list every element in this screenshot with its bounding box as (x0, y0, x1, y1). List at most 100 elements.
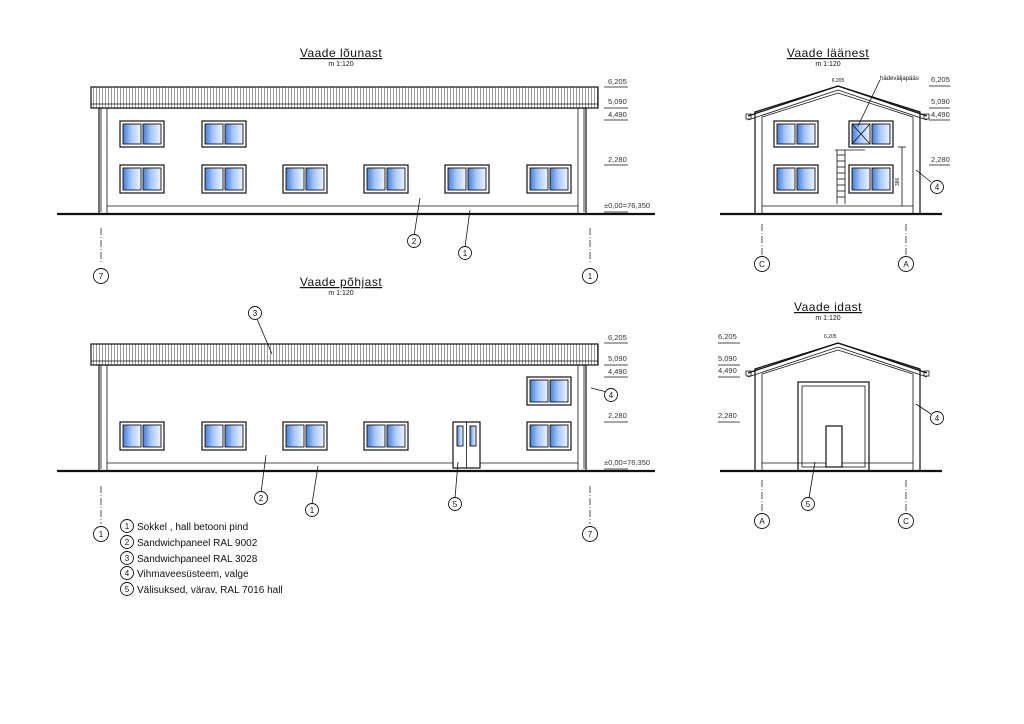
material-legend: 1 Sokkel , hall betooni pind 2 Sandwichp… (120, 519, 283, 596)
svg-text:6,205: 6,205 (718, 332, 737, 341)
svg-text:5,090: 5,090 (718, 354, 737, 363)
west-view-title: Vaade läänest (787, 46, 870, 60)
svg-text:5,090: 5,090 (608, 97, 627, 106)
callout-1: 1 (463, 249, 468, 258)
roof-panel (90, 86, 599, 109)
double-door (452, 421, 481, 469)
svg-text:4,490: 4,490 (718, 366, 737, 375)
svg-text:Sandwichpaneel RAL 9002: Sandwichpaneel RAL 9002 (137, 538, 258, 549)
svg-text:Sandwichpaneel RAL 3028: Sandwichpaneel RAL 3028 (137, 554, 258, 565)
window (282, 421, 328, 451)
east-view-scale: m 1:120 (815, 315, 840, 322)
svg-text:2: 2 (125, 538, 130, 547)
svg-text:6,205: 6,205 (824, 334, 837, 340)
window (363, 421, 409, 451)
axis-label-7: 7 (588, 530, 593, 539)
svg-text:Välisuksed, värav, RAL 7016 ha: Välisuksed, värav, RAL 7016 hall (137, 585, 283, 596)
svg-text:4,490: 4,490 (608, 110, 627, 119)
svg-text:5,090: 5,090 (931, 97, 950, 106)
svg-text:3: 3 (125, 554, 130, 563)
svg-text:6,205: 6,205 (608, 77, 627, 86)
svg-text:2,280: 2,280 (608, 155, 627, 164)
svg-text:4,490: 4,490 (931, 110, 950, 119)
callout-2: 2 (412, 237, 417, 246)
svg-text:6,205: 6,205 (832, 78, 845, 84)
legend-item: 3 Sandwichpaneel RAL 3028 (120, 551, 258, 565)
south-view-title: Vaade lõunast (300, 46, 383, 60)
svg-text:5,090: 5,090 (608, 354, 627, 363)
callout-2: 2 (259, 494, 264, 503)
callout-4: 4 (609, 391, 614, 400)
legend-item: 5 Välisuksed, värav, RAL 7016 hall (120, 582, 283, 596)
roof-edge (747, 342, 928, 374)
north-elevation: Vaade põhjast m 1:120 6,205 5,090 4,490 … (57, 275, 655, 542)
legend-item: 2 Sandwichpaneel RAL 9002 (120, 535, 258, 549)
level-marks: 6,205 5,090 4,490 2,280 ±0,00=76,350 (604, 333, 650, 470)
roof-edge (747, 85, 928, 117)
wall-outline (98, 107, 587, 215)
window (119, 164, 165, 194)
legend-item: 1 Sokkel , hall betooni pind (120, 519, 248, 533)
callout-3: 3 (253, 309, 258, 318)
axis-label-1: 1 (588, 272, 593, 281)
window (848, 164, 894, 194)
window (526, 164, 572, 194)
west-view-scale: m 1:120 (815, 61, 840, 68)
window (119, 421, 165, 451)
callout-5: 5 (806, 500, 811, 509)
axis-label-c: C (759, 260, 765, 269)
window (201, 421, 247, 451)
svg-text:Vihmaveesüsteem, valge: Vihmaveesüsteem, valge (137, 569, 249, 580)
level-marks: 6,205 5,090 4,490 2,280 ±0,00=76,350 (604, 77, 650, 213)
svg-text:5: 5 (125, 585, 130, 594)
window (848, 120, 894, 148)
emergency-ladder (835, 149, 865, 204)
emergency-exit-note: hädeväljapääs (880, 76, 919, 82)
north-view-title: Vaade põhjast (300, 275, 383, 289)
east-elevation: Vaade idast m 1:120 6,205 6,205 5,090 4,… (718, 300, 944, 529)
level-marks: 6,205 5,090 4,490 2,280 (929, 75, 950, 166)
axis-label-1: 1 (99, 530, 104, 539)
svg-text:6,205: 6,205 (608, 333, 627, 342)
svg-text:6,205: 6,205 (931, 75, 950, 84)
wall-outline (98, 364, 587, 472)
window (444, 164, 490, 194)
overhead-gate (797, 381, 870, 472)
window (119, 120, 165, 148)
window (201, 120, 247, 148)
svg-text:2,280: 2,280 (931, 155, 950, 164)
window (282, 164, 328, 194)
axis-label-c: C (903, 517, 909, 526)
svg-text:4: 4 (125, 569, 130, 578)
axis-label-a: A (903, 260, 909, 269)
window (773, 164, 819, 194)
window (201, 164, 247, 194)
west-elevation: Vaade läänest m 1:120 6,205 (720, 46, 950, 272)
window (773, 120, 819, 148)
east-view-title: Vaade idast (794, 300, 862, 314)
svg-text:1: 1 (125, 522, 130, 531)
svg-text:±0,00=76,350: ±0,00=76,350 (604, 201, 650, 210)
legend-item: 4 Vihmaveesüsteem, valge (120, 566, 249, 580)
axis-label-7: 7 (99, 272, 104, 281)
svg-text:386: 386 (895, 177, 901, 186)
window (363, 164, 409, 194)
callout-4: 4 (935, 414, 940, 423)
south-view-scale: m 1:120 (328, 61, 353, 68)
window (526, 421, 572, 451)
callout-4: 4 (935, 183, 940, 192)
level-marks: 6,205 5,090 4,490 2,280 (718, 332, 740, 423)
svg-text:2,280: 2,280 (718, 411, 737, 420)
north-view-scale: m 1:120 (328, 290, 353, 297)
axis-label-a: A (759, 517, 765, 526)
window (526, 376, 572, 406)
svg-text:2,280: 2,280 (608, 411, 627, 420)
callout-1: 1 (310, 506, 315, 515)
roof-panel (90, 343, 599, 366)
callout-5: 5 (453, 500, 458, 509)
svg-text:Sokkel , hall betooni pind: Sokkel , hall betooni pind (137, 522, 248, 533)
south-elevation: Vaade lõunast m 1:120 6,205 5,09 (57, 46, 655, 284)
svg-text:±0,00=76,350: ±0,00=76,350 (604, 458, 650, 467)
svg-text:4,490: 4,490 (608, 367, 627, 376)
